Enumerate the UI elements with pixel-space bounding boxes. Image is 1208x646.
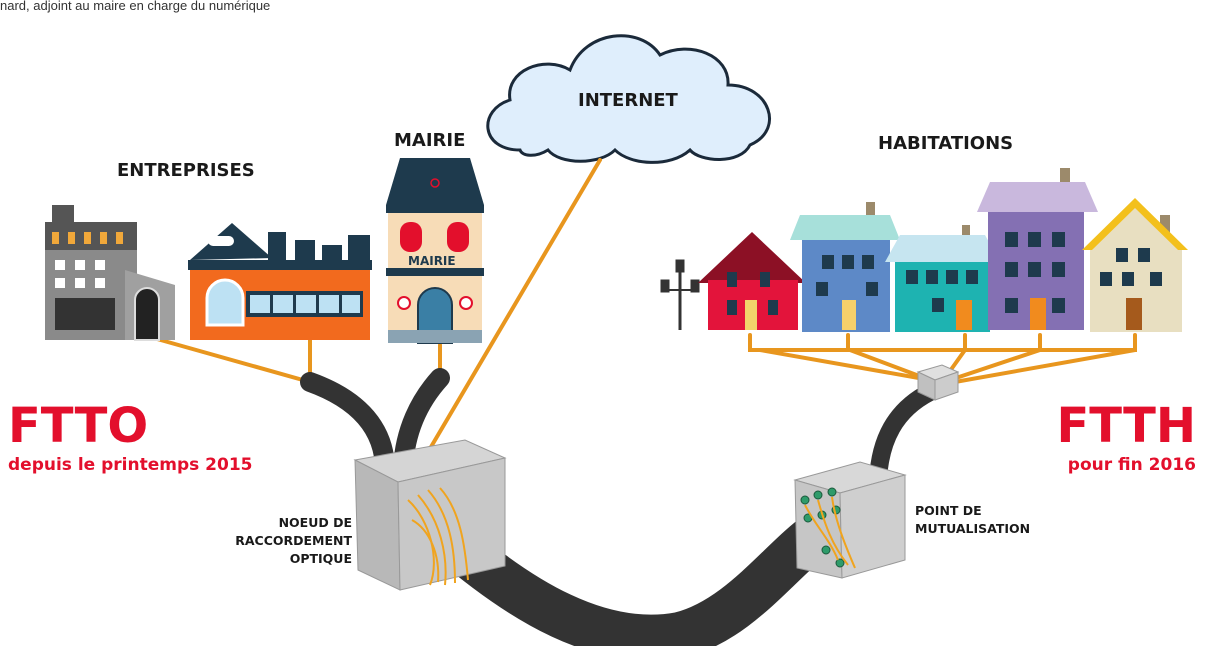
splitter-box — [916, 364, 960, 401]
mairie-sign-label: MAIRIE — [408, 254, 456, 268]
house-red — [698, 232, 806, 330]
street-lamp — [660, 259, 700, 330]
house-purple — [977, 168, 1098, 330]
ftth-subtitle: pour fin 2016 — [1067, 455, 1196, 475]
pm-label-line1: POINT DE — [915, 503, 982, 518]
nro-label-line1: NOEUD DE — [278, 515, 352, 530]
house-teal — [885, 225, 1000, 332]
habitations-label: HABITATIONS — [878, 133, 1014, 154]
entreprises-label: ENTREPRISES — [117, 160, 255, 181]
house-blue — [790, 202, 900, 332]
caption-text: nard, adjoint au maire en charge du numé… — [0, 0, 271, 13]
internet-label: INTERNET — [578, 90, 678, 111]
enterprise-factory-orange — [188, 223, 372, 340]
fiber-lines — [148, 158, 1137, 454]
house-beige — [1082, 198, 1188, 332]
pm-label-line2: MUTUALISATION — [915, 521, 1031, 536]
enterprise-building-grey — [45, 205, 175, 341]
nro-label-line3: OPTIQUE — [289, 551, 352, 566]
pm-box — [793, 461, 907, 579]
ftth-title: FTTH — [1056, 398, 1196, 454]
ftto-title: FTTO — [8, 398, 149, 454]
mairie-label: MAIRIE — [394, 130, 466, 151]
nro-label: NOEUD DE RACCORDEMENT OPTIQUE — [224, 514, 352, 568]
internet-cloud — [486, 34, 771, 164]
pm-label: POINT DE MUTUALISATION — [915, 502, 1030, 538]
town-hall-building — [386, 158, 484, 344]
nro-label-line2: RACCORDEMENT — [235, 533, 352, 548]
ftto-subtitle: depuis le printemps 2015 — [8, 455, 253, 475]
nro-box — [353, 439, 507, 591]
